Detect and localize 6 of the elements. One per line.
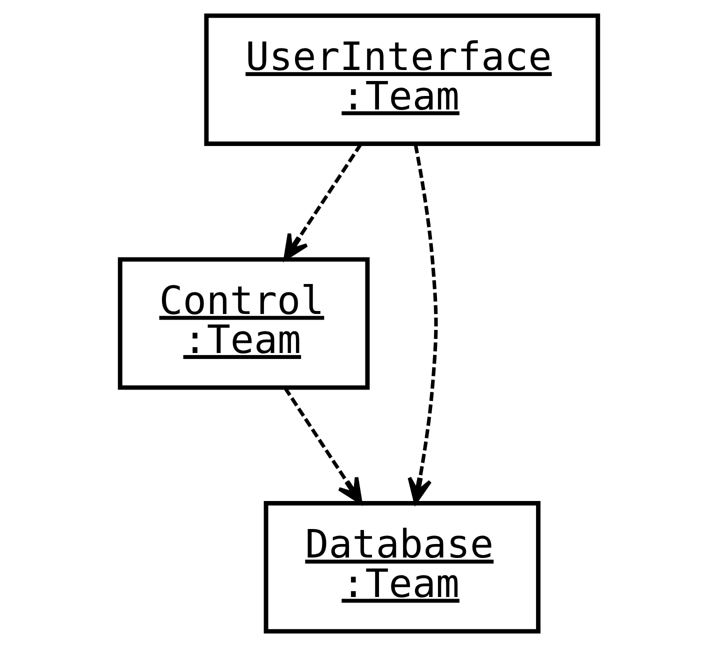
arrow [407,144,438,504]
node-box: Control :Team [117,257,370,390]
arrow [283,386,362,504]
arrow [283,143,362,260]
node-box: UserInterface :Team [204,13,600,146]
node-box: Database :Team [263,501,540,634]
